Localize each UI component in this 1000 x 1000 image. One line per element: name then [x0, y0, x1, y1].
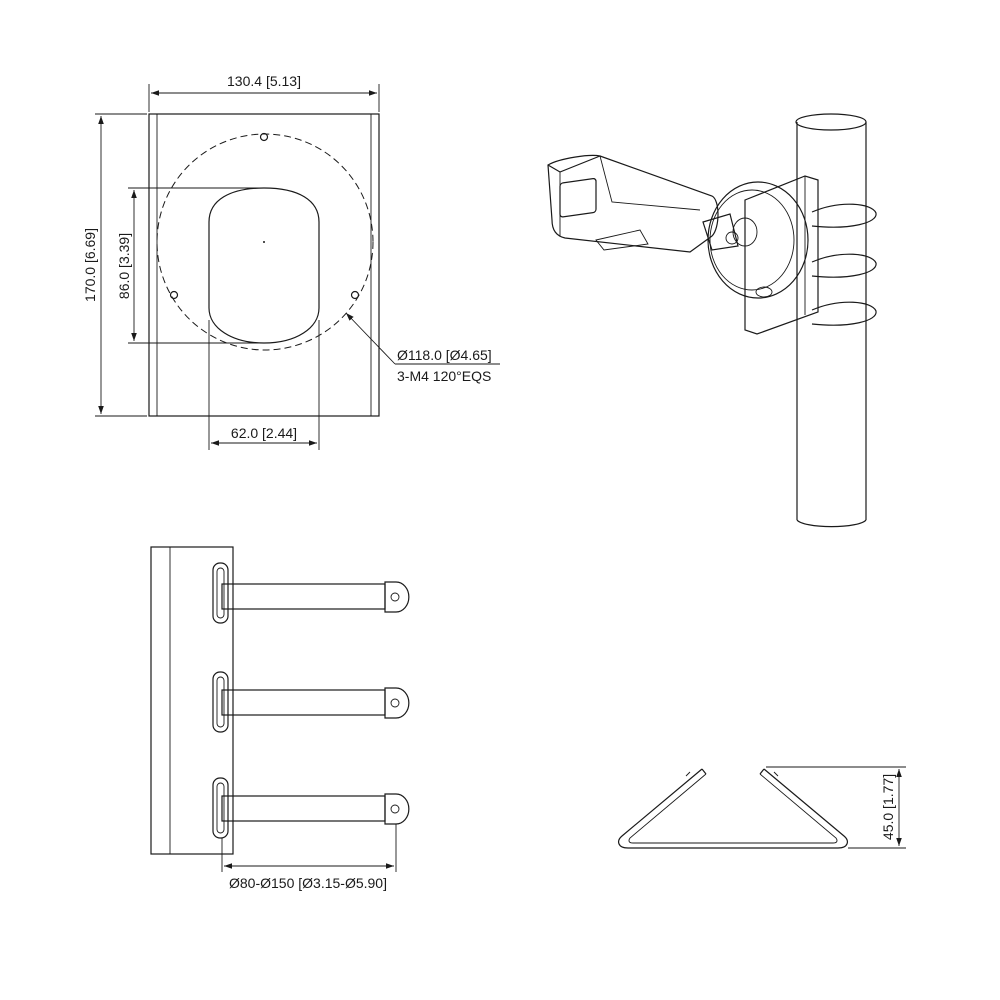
junction-box-rim [709, 189, 795, 291]
strap-height-label: 45.0 [1.77] [880, 774, 896, 840]
clamp-arm-bottom [212, 777, 410, 839]
bracket-side-plate [150, 546, 234, 855]
clamp-arm-top [212, 562, 410, 624]
strap-view: 45.0 [1.77] [618, 766, 906, 849]
screw-hole-top [259, 132, 269, 142]
strap-band [221, 583, 386, 610]
strap-band [221, 689, 386, 716]
strap-end [384, 687, 410, 719]
camera-arm [702, 213, 739, 251]
circle-leader [345, 312, 396, 365]
strap-bottom [811, 301, 877, 326]
strap-top [811, 203, 877, 228]
slot [212, 777, 229, 839]
camera-label-plate [595, 229, 649, 251]
strap-end-right [759, 768, 765, 775]
strap-middle [811, 253, 877, 278]
camera-body [547, 154, 719, 253]
camera-lens-window [559, 178, 597, 218]
slot-inner [216, 676, 225, 728]
slot [212, 562, 229, 624]
strap-bolt [390, 804, 400, 814]
slot [212, 671, 229, 733]
strap-end [384, 581, 410, 613]
inner-width-label: 62.0 [2.44] [231, 425, 297, 441]
isometric-view [547, 113, 877, 528]
slot-inner [216, 782, 225, 834]
strap-outline-inner [628, 773, 838, 844]
circle-label-1: Ø118.0 [Ø4.65] [397, 347, 492, 363]
strap-end-left [701, 768, 707, 775]
center-mark [263, 241, 265, 243]
strap-bolt [390, 698, 400, 708]
strap-tick-right [773, 771, 779, 777]
clamp-range-label: Ø80-Ø150 [Ø3.15-Ø5.90] [229, 875, 387, 891]
slot-inner [216, 567, 225, 619]
strap-band [221, 795, 386, 822]
bracket-plate [744, 175, 819, 335]
strap-bolt [390, 592, 400, 602]
mount-plate-outline [148, 113, 380, 417]
pole-top [795, 113, 867, 131]
inner-height-label: 86.0 [3.39] [116, 233, 132, 299]
camera-sunshield-edge [547, 155, 601, 173]
strap-outline-outer [618, 768, 848, 849]
width-label: 130.4 [5.13] [227, 73, 301, 89]
front-view: 130.4 [5.13] 170.0 [6.69] 86.0 [3.39] 62… [82, 73, 500, 450]
screw-hole-right [350, 290, 360, 300]
pole-body [796, 122, 867, 520]
height-label: 170.0 [6.69] [82, 228, 98, 302]
strap-end [384, 793, 410, 825]
joint-screw [725, 231, 739, 245]
pole-bottom [796, 519, 867, 528]
strap-tick-left [685, 771, 691, 777]
side-view: Ø80-Ø150 [Ø3.15-Ø5.90] [150, 546, 410, 891]
circle-label-2: 3-M4 120°EQS [397, 368, 491, 384]
camera-shroud-line [599, 155, 701, 211]
junction-box [707, 181, 809, 299]
screw-hole-left [169, 290, 179, 300]
junction-screw [755, 286, 773, 298]
cable-opening [208, 187, 320, 344]
clamp-arm-middle [212, 671, 410, 733]
